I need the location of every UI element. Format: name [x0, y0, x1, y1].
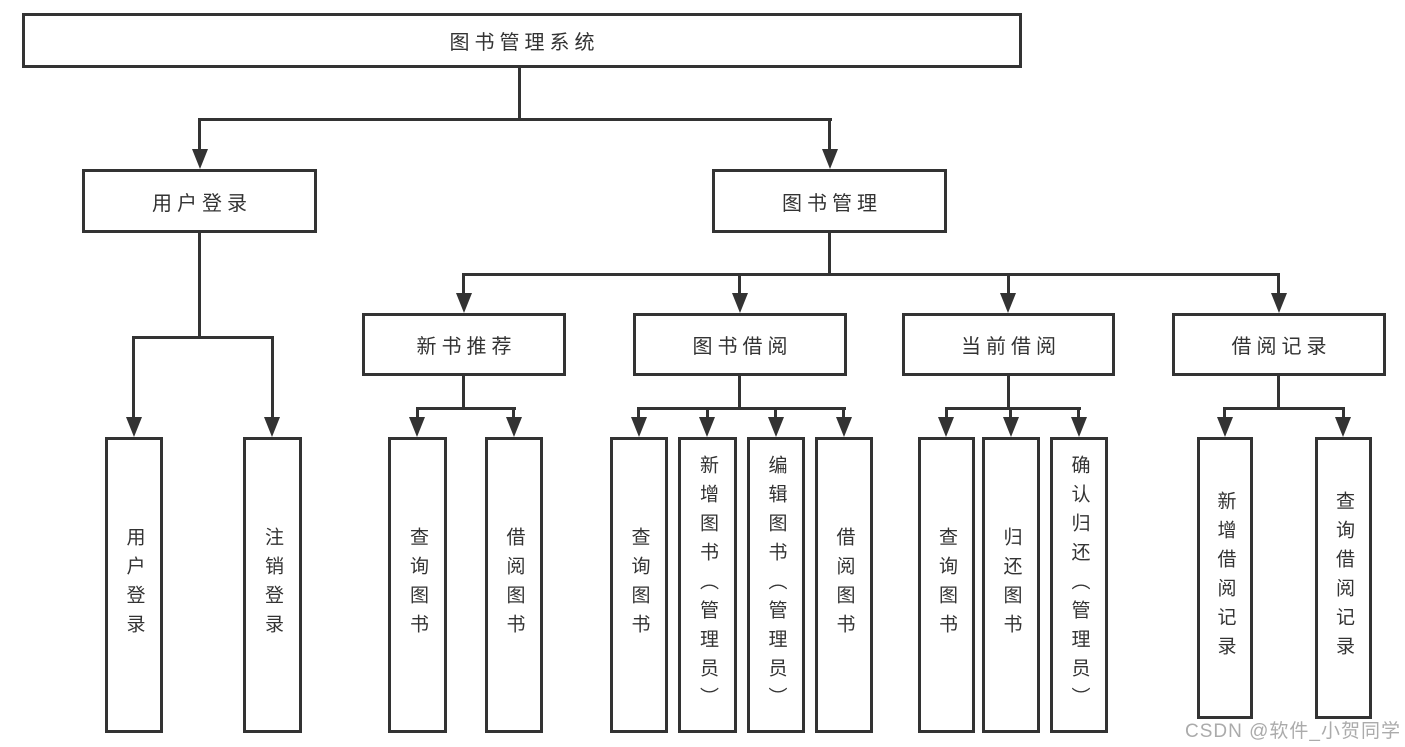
- connector-line: [416, 407, 516, 410]
- connector-line: [1223, 407, 1226, 418]
- arrow-down-icon: [409, 417, 425, 437]
- arrow-down-icon: [822, 149, 838, 169]
- arrow-down-icon: [1000, 293, 1016, 313]
- node-book-management: 图书管理: [712, 169, 947, 233]
- connector-line: [132, 336, 274, 339]
- arrow-down-icon: [732, 293, 748, 313]
- arrow-down-icon: [506, 417, 522, 437]
- leaf-label: 新增借阅记录: [1214, 491, 1236, 665]
- leaf-label: 新增图书（管理员）: [697, 454, 718, 716]
- leaf-query-book-borrow: 查询图书: [610, 437, 668, 733]
- arrow-down-icon: [264, 417, 280, 437]
- leaf-confirm-return-admin: 确认归还（管理员）: [1050, 437, 1108, 733]
- connector-line: [945, 407, 948, 418]
- arrow-down-icon: [1003, 417, 1019, 437]
- connector-line: [198, 118, 832, 121]
- node-current-borrow: 当前借阅: [902, 313, 1115, 376]
- connector-line: [738, 376, 741, 407]
- leaf-label: 注销登录: [262, 527, 283, 643]
- leaf-label: 归还图书: [1000, 527, 1022, 643]
- connector-line: [518, 68, 521, 118]
- node-user-login: 用户登录: [82, 169, 317, 233]
- connector-line: [774, 407, 777, 418]
- node-borrow-records: 借阅记录: [1172, 313, 1386, 376]
- connector-line: [462, 273, 465, 294]
- leaf-logout-login: 注销登录: [243, 437, 302, 733]
- leaf-label: 查询图书: [407, 527, 428, 643]
- connector-line: [1007, 273, 1010, 294]
- leaf-edit-book-admin: 编辑图书（管理员）: [747, 437, 805, 733]
- connector-line: [1277, 376, 1280, 407]
- arrow-down-icon: [1071, 417, 1087, 437]
- connector-line: [828, 233, 831, 273]
- leaf-query-book-recommend: 查询图书: [388, 437, 447, 733]
- arrow-down-icon: [456, 293, 472, 313]
- leaf-label: 用户登录: [123, 527, 145, 643]
- arrow-down-icon: [1271, 293, 1287, 313]
- arrow-down-icon: [1335, 417, 1351, 437]
- connector-line: [1277, 273, 1280, 294]
- connector-line: [738, 273, 741, 294]
- arrow-down-icon: [1217, 417, 1233, 437]
- leaf-label: 查询图书: [936, 527, 957, 643]
- arrow-down-icon: [192, 149, 208, 169]
- connector-line: [1009, 407, 1012, 418]
- arrow-down-icon: [836, 417, 852, 437]
- node-library-management-system: 图书管理系统: [22, 13, 1022, 68]
- connector-line: [945, 407, 1081, 410]
- leaf-query-book-current: 查询图书: [918, 437, 975, 733]
- connector-line: [512, 407, 515, 418]
- arrow-down-icon: [631, 417, 647, 437]
- connector-line: [462, 376, 465, 407]
- leaf-label: 借阅图书: [833, 527, 855, 643]
- node-book-borrow: 图书借阅: [633, 313, 847, 376]
- leaf-add-book-admin: 新增图书（管理员）: [678, 437, 737, 733]
- leaf-label: 查询借阅记录: [1333, 491, 1354, 665]
- connector-line: [1342, 407, 1345, 418]
- arrow-down-icon: [126, 417, 142, 437]
- node-new-book-recommend: 新书推荐: [362, 313, 566, 376]
- connector-line: [637, 407, 846, 410]
- connector-line: [706, 407, 709, 418]
- leaf-user-login: 用户登录: [105, 437, 163, 733]
- connector-line: [462, 273, 1280, 276]
- connector-line: [198, 233, 201, 336]
- connector-line: [842, 407, 845, 418]
- leaf-query-borrow-record: 查询借阅记录: [1315, 437, 1372, 719]
- connector-line: [132, 336, 135, 418]
- arrow-down-icon: [768, 417, 784, 437]
- connector-line: [1007, 376, 1010, 407]
- leaf-add-borrow-record: 新增借阅记录: [1197, 437, 1253, 719]
- connector-line: [828, 118, 831, 150]
- connector-line: [1077, 407, 1080, 418]
- connector-line: [416, 407, 419, 418]
- connector-line: [271, 336, 274, 418]
- leaf-borrow-book: 借阅图书: [815, 437, 873, 733]
- leaf-label: 查询图书: [628, 527, 650, 643]
- csdn-watermark: CSDN @软件_小贺同学: [1185, 721, 1401, 742]
- leaf-label: 编辑图书（管理员）: [765, 454, 787, 716]
- leaf-label: 借阅图书: [503, 527, 525, 643]
- arrow-down-icon: [938, 417, 954, 437]
- leaf-return-book: 归还图书: [982, 437, 1040, 733]
- leaf-borrow-book-recommend: 借阅图书: [485, 437, 543, 733]
- connector-line: [637, 407, 640, 418]
- arrow-down-icon: [699, 417, 715, 437]
- connector-line: [198, 118, 201, 150]
- leaf-label: 确认归还（管理员）: [1068, 454, 1090, 716]
- connector-line: [1223, 407, 1345, 410]
